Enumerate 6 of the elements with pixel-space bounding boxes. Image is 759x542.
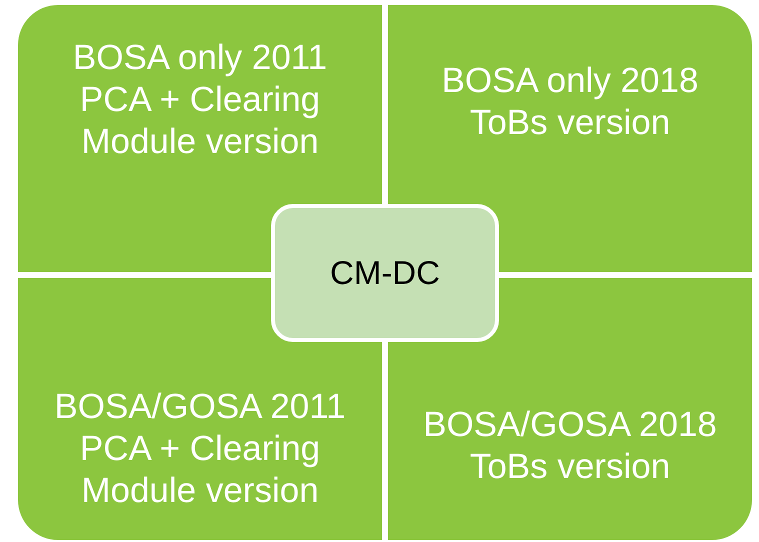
quadrant-label: BOSA only 2011 PCA + Clearing Module version [72,37,328,163]
center-box [271,204,499,342]
center-label: CM-DC [330,254,440,292]
quadrant-label: BOSA/GOSA 2011 PCA + Clearing Module version [53,386,347,512]
quadrant-label: BOSA/GOSA 2018 ToBs version [422,404,718,488]
quadrant-label: BOSA only 2018 ToBs version [440,60,700,144]
